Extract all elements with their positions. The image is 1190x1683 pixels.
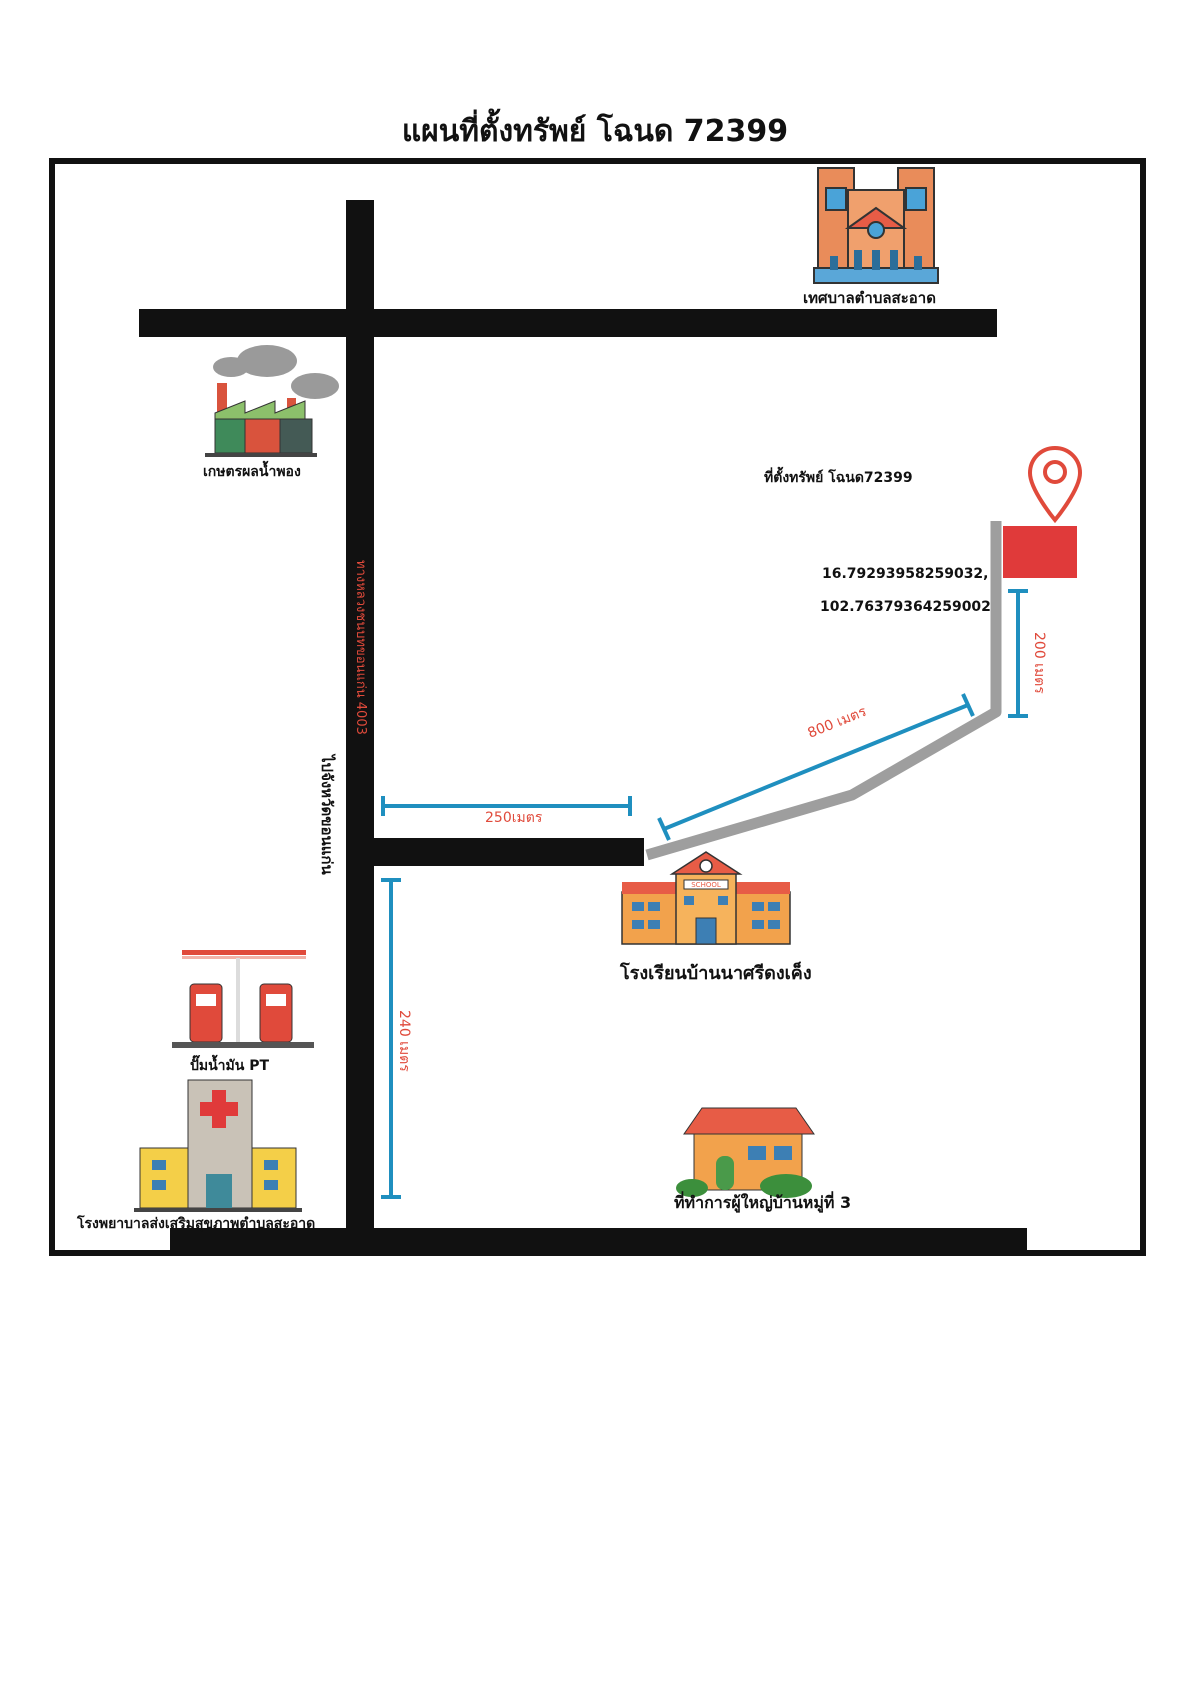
map-title: แผนที่ตั้งทรัพย์ โฉนด 72399 [401,114,789,149]
fuel-pump-icon [172,950,314,1048]
factory-label: เกษตรผลน้ำพอง [203,460,301,480]
coordinates-latitude: 16.79293958259032, [822,566,989,582]
municipality-label: เทศบาลตำบลสะอาด [803,289,936,307]
road-bottom [170,1228,1027,1256]
coordinates-longitude: 102.76379364259002 [820,599,991,615]
road-vertical-4003 [346,200,374,1252]
gas-station-label: ปั๊มน้ำมัน PT [190,1054,269,1074]
to-province-label: ไปจังหวัดขอนแก่น [318,753,337,875]
road-top [139,309,997,337]
hospital-label: โรงพยาบาลส่งเสริมสุขภาพตำบลสะอาด [76,1214,315,1232]
highway-label: ทางหลวงชนบทขอนแก่น 4003 [353,560,368,735]
school-icon: SCHOOL [621,851,791,945]
dimension-250-label: 250เมตร [485,810,543,826]
road-school-branch [372,838,644,866]
dimension-240-label: 240 เมตร [396,1010,412,1072]
property-marker [1003,526,1077,578]
property-label: ที่ตั้งทรัพย์ โฉนด72399 [764,466,913,486]
factory-icon [205,345,339,457]
school-sign: SCHOOL [691,881,721,889]
dimension-800 [657,693,975,841]
dimension-240 [381,878,401,1199]
house-icon [676,1107,815,1198]
school-label: โรงเรียนบ้านนาศรีดงเค็ง [619,961,812,984]
location-pin-icon [1027,445,1083,524]
building-icon [813,167,939,284]
village-office-label: ที่ทำการผู้ใหญ่บ้านหมู่ที่ 3 [674,1191,851,1214]
path-to-property [645,521,1002,861]
hospital-icon [134,1079,302,1212]
dimension-200-label: 200 เมตร [1031,632,1047,694]
dimension-800-label: 800 เมตร [806,704,870,742]
dimension-250 [381,796,632,816]
dimension-200 [1008,589,1028,718]
